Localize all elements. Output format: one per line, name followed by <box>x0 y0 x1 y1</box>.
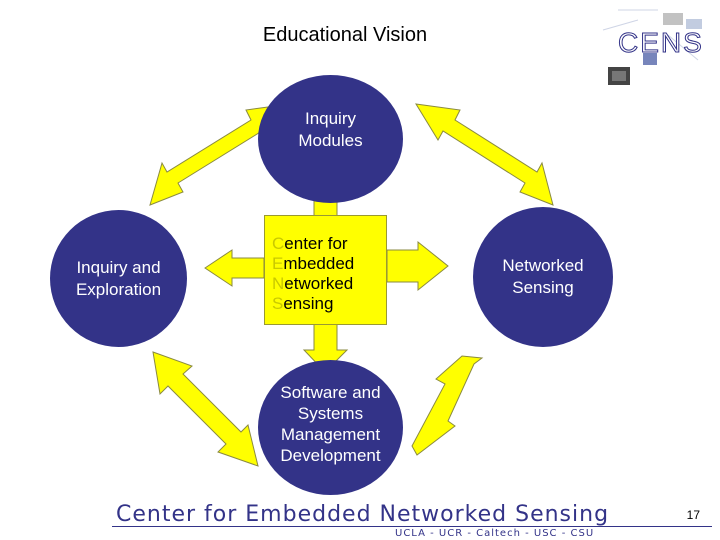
arrow-bottom-left <box>152 351 259 467</box>
footer-divider <box>112 526 712 527</box>
node-text: Networked <box>502 256 584 275</box>
node-text: Management <box>280 425 381 444</box>
footer-title: Center for Embedded Networked Sensing <box>116 502 610 527</box>
arrow-center-left <box>204 249 265 287</box>
node-software-systems: Software and Systems Management Developm… <box>258 360 403 495</box>
slide-title: Educational Vision <box>262 24 428 46</box>
cens-logo-icon <box>602 9 702 85</box>
node-text: Development <box>280 446 381 465</box>
center-line: Networked <box>272 274 354 293</box>
node-text: Inquiry and <box>76 257 161 277</box>
node-text: Sensing <box>512 278 574 297</box>
footer-subtitle: UCLA - UCR - Caltech - USC - CSU <box>395 528 595 539</box>
center-line: Sensing <box>272 294 334 313</box>
node-inquiry-modules: Inquiry Modules <box>258 75 403 203</box>
node-text: Modules <box>298 131 363 150</box>
arrow-top-right <box>415 103 554 206</box>
center-box-cens: Center for Embedded Networked Sensing <box>264 215 387 325</box>
arrow-bottom-right <box>411 355 484 456</box>
node-text: Systems <box>297 404 364 423</box>
center-line: Embedded <box>272 254 355 273</box>
node-text: Exploration <box>75 279 162 299</box>
node-text: Inquiry <box>304 109 356 128</box>
center-line: Center for <box>272 234 348 253</box>
node-networked-sensing: Networked Sensing <box>473 207 613 347</box>
node-inquiry-exploration: Inquiry and Exploration <box>50 210 187 347</box>
logo-text: CENS <box>618 27 704 59</box>
node-text: Software and <box>280 383 381 402</box>
page-number: 17 <box>686 508 700 522</box>
arrow-center-right <box>386 240 449 292</box>
